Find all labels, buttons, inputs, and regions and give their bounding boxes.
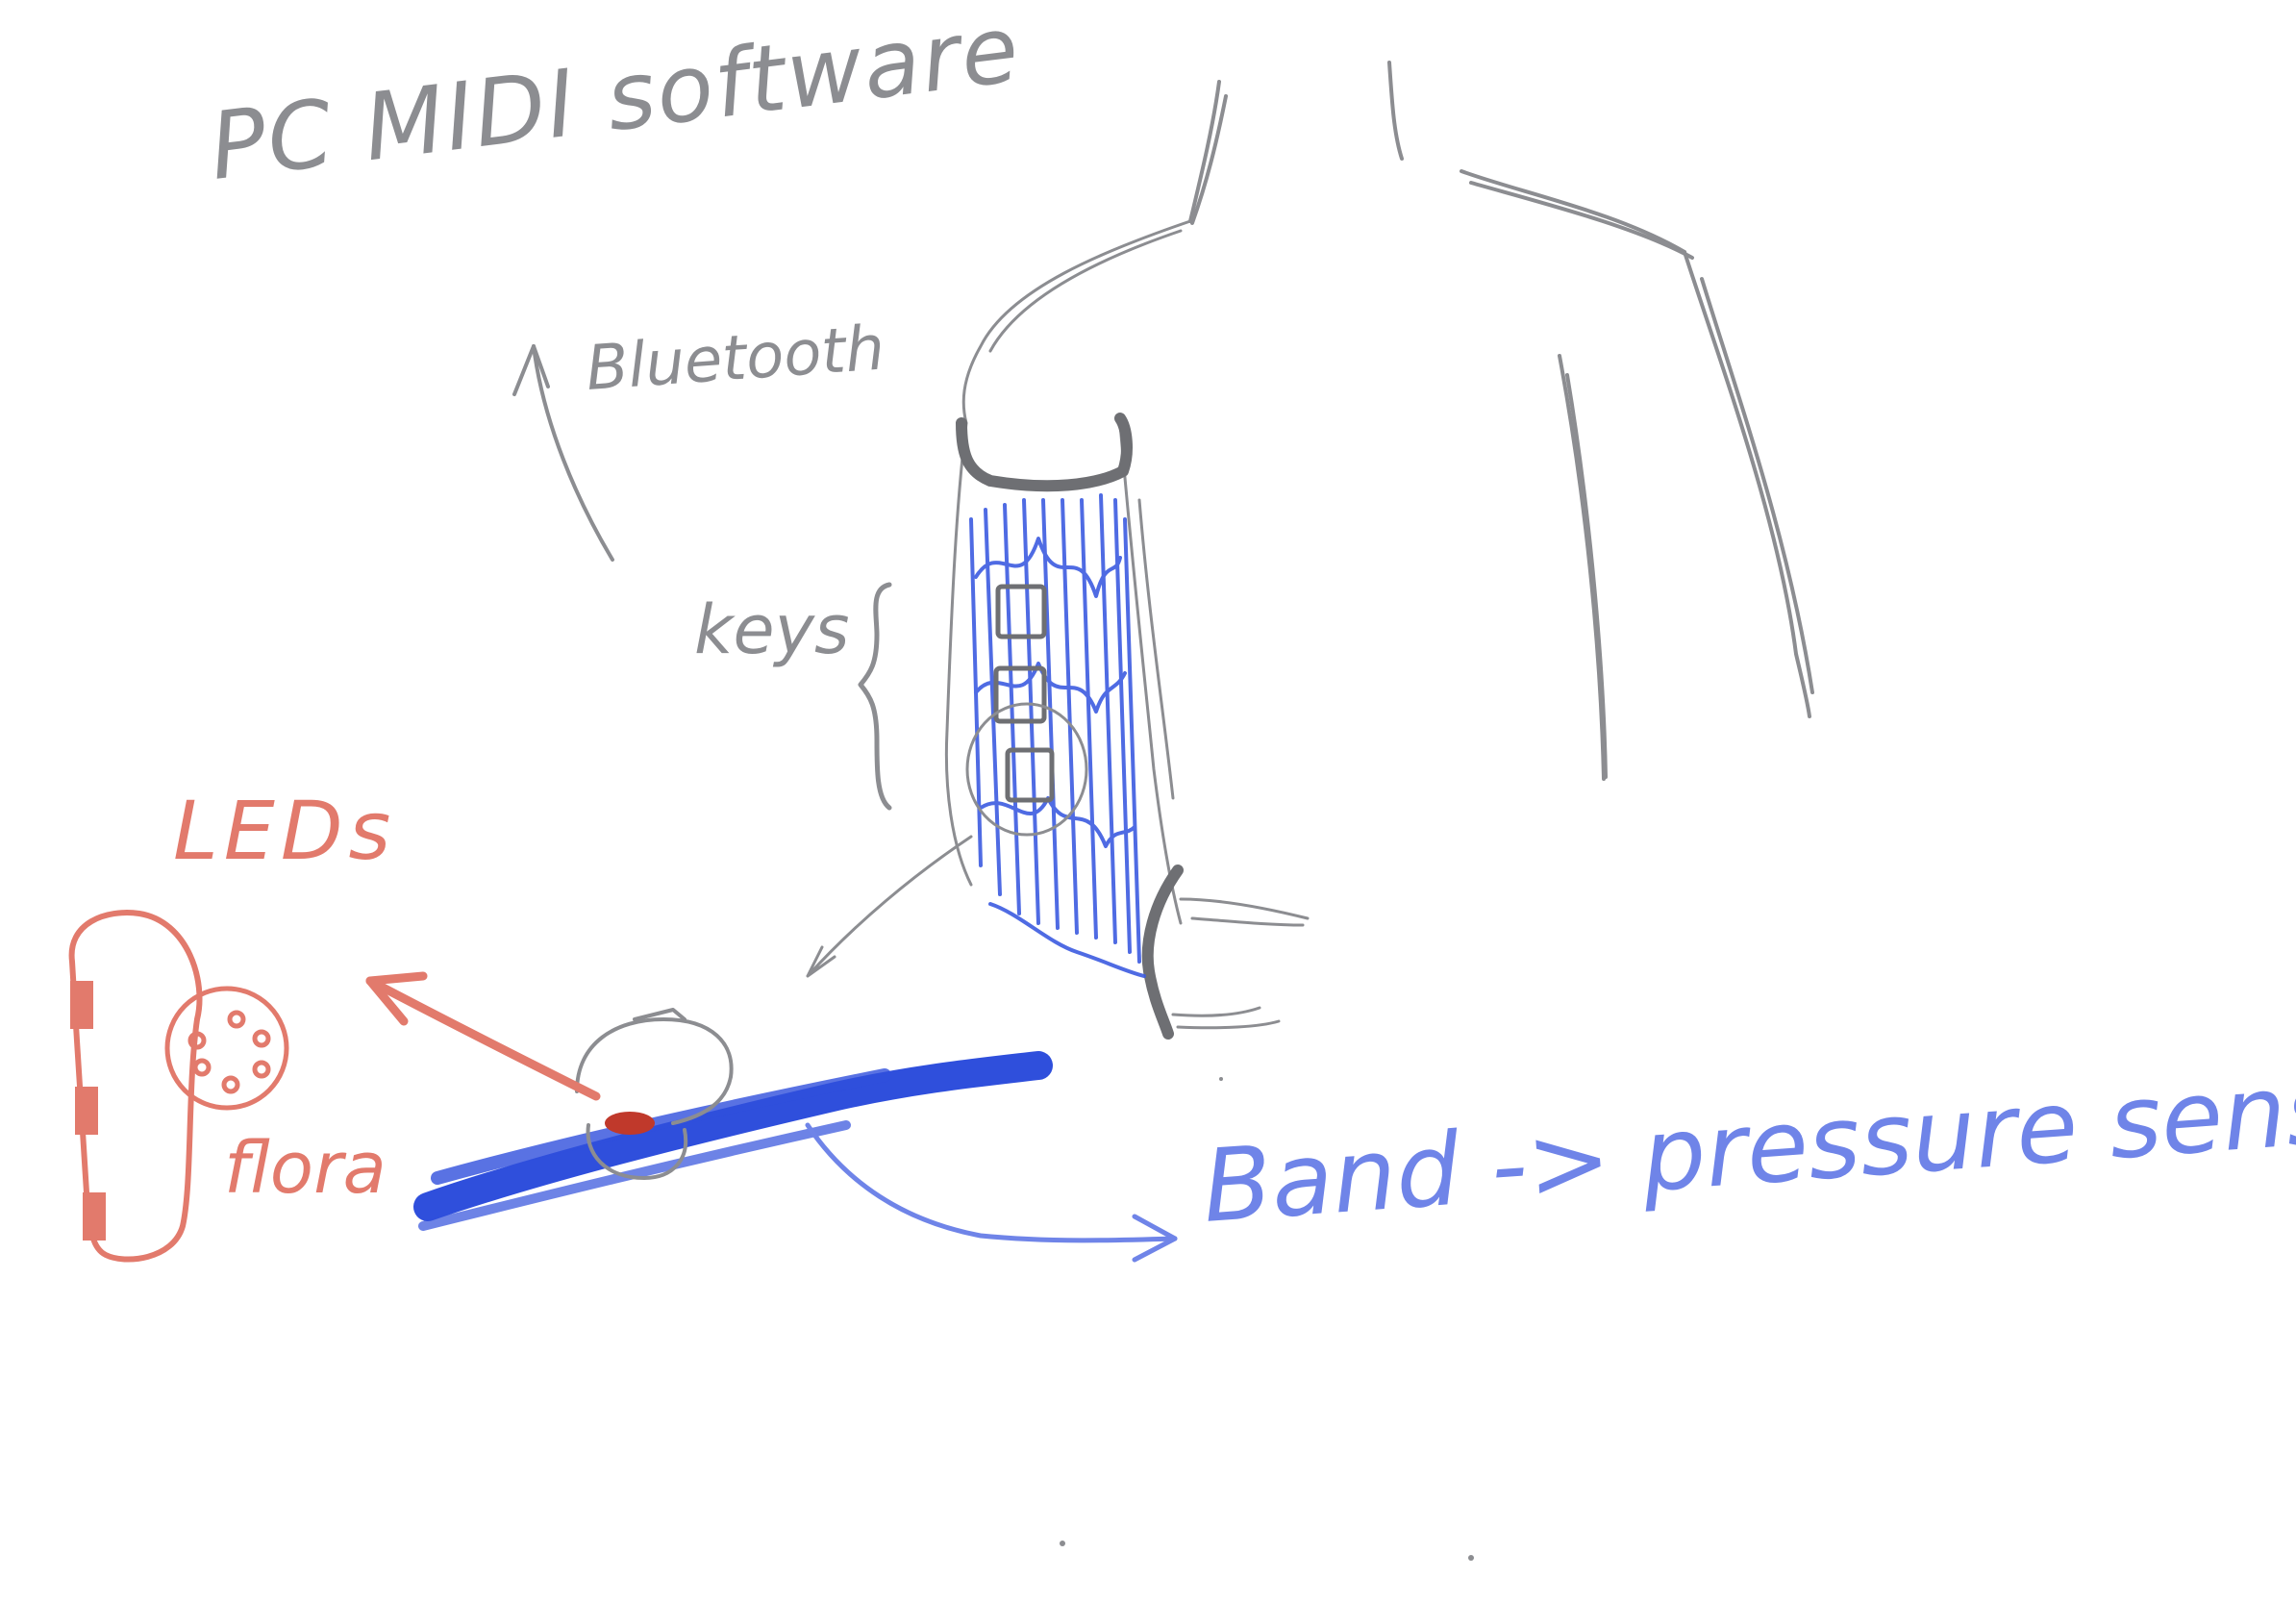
leds-label: LEDs <box>173 784 397 878</box>
pressure-sensor-dot <box>605 1112 655 1135</box>
keys-brace <box>858 582 892 811</box>
bluetooth-arrow <box>512 344 614 562</box>
led-pixel-1 <box>70 981 93 1029</box>
key-1 <box>995 584 1047 639</box>
band-strap <box>413 1051 1053 1231</box>
led-pixels <box>70 981 106 1241</box>
torso-outline <box>1188 61 1814 781</box>
key-highlight-circle <box>965 702 1088 837</box>
band-label-arrow <box>805 1122 1178 1263</box>
led-ring <box>68 910 203 1263</box>
key-buttons <box>965 584 1088 837</box>
sleeve-fill <box>969 493 1146 978</box>
keys-pointer-line <box>806 835 973 978</box>
flora-board <box>164 986 289 1111</box>
sleeve-bands <box>956 413 1184 1040</box>
led-pixel-2 <box>75 1087 98 1135</box>
controller-module <box>575 1008 734 1180</box>
key-3 <box>1005 747 1055 803</box>
led-pixel-3 <box>83 1192 106 1241</box>
flora-label: flora <box>224 1127 387 1210</box>
keys-label: keys <box>694 590 850 669</box>
leds-arrow <box>365 971 601 1101</box>
hand-outline <box>1171 897 1310 1030</box>
stray-marks <box>1060 1077 1474 1561</box>
key-2 <box>993 665 1047 724</box>
